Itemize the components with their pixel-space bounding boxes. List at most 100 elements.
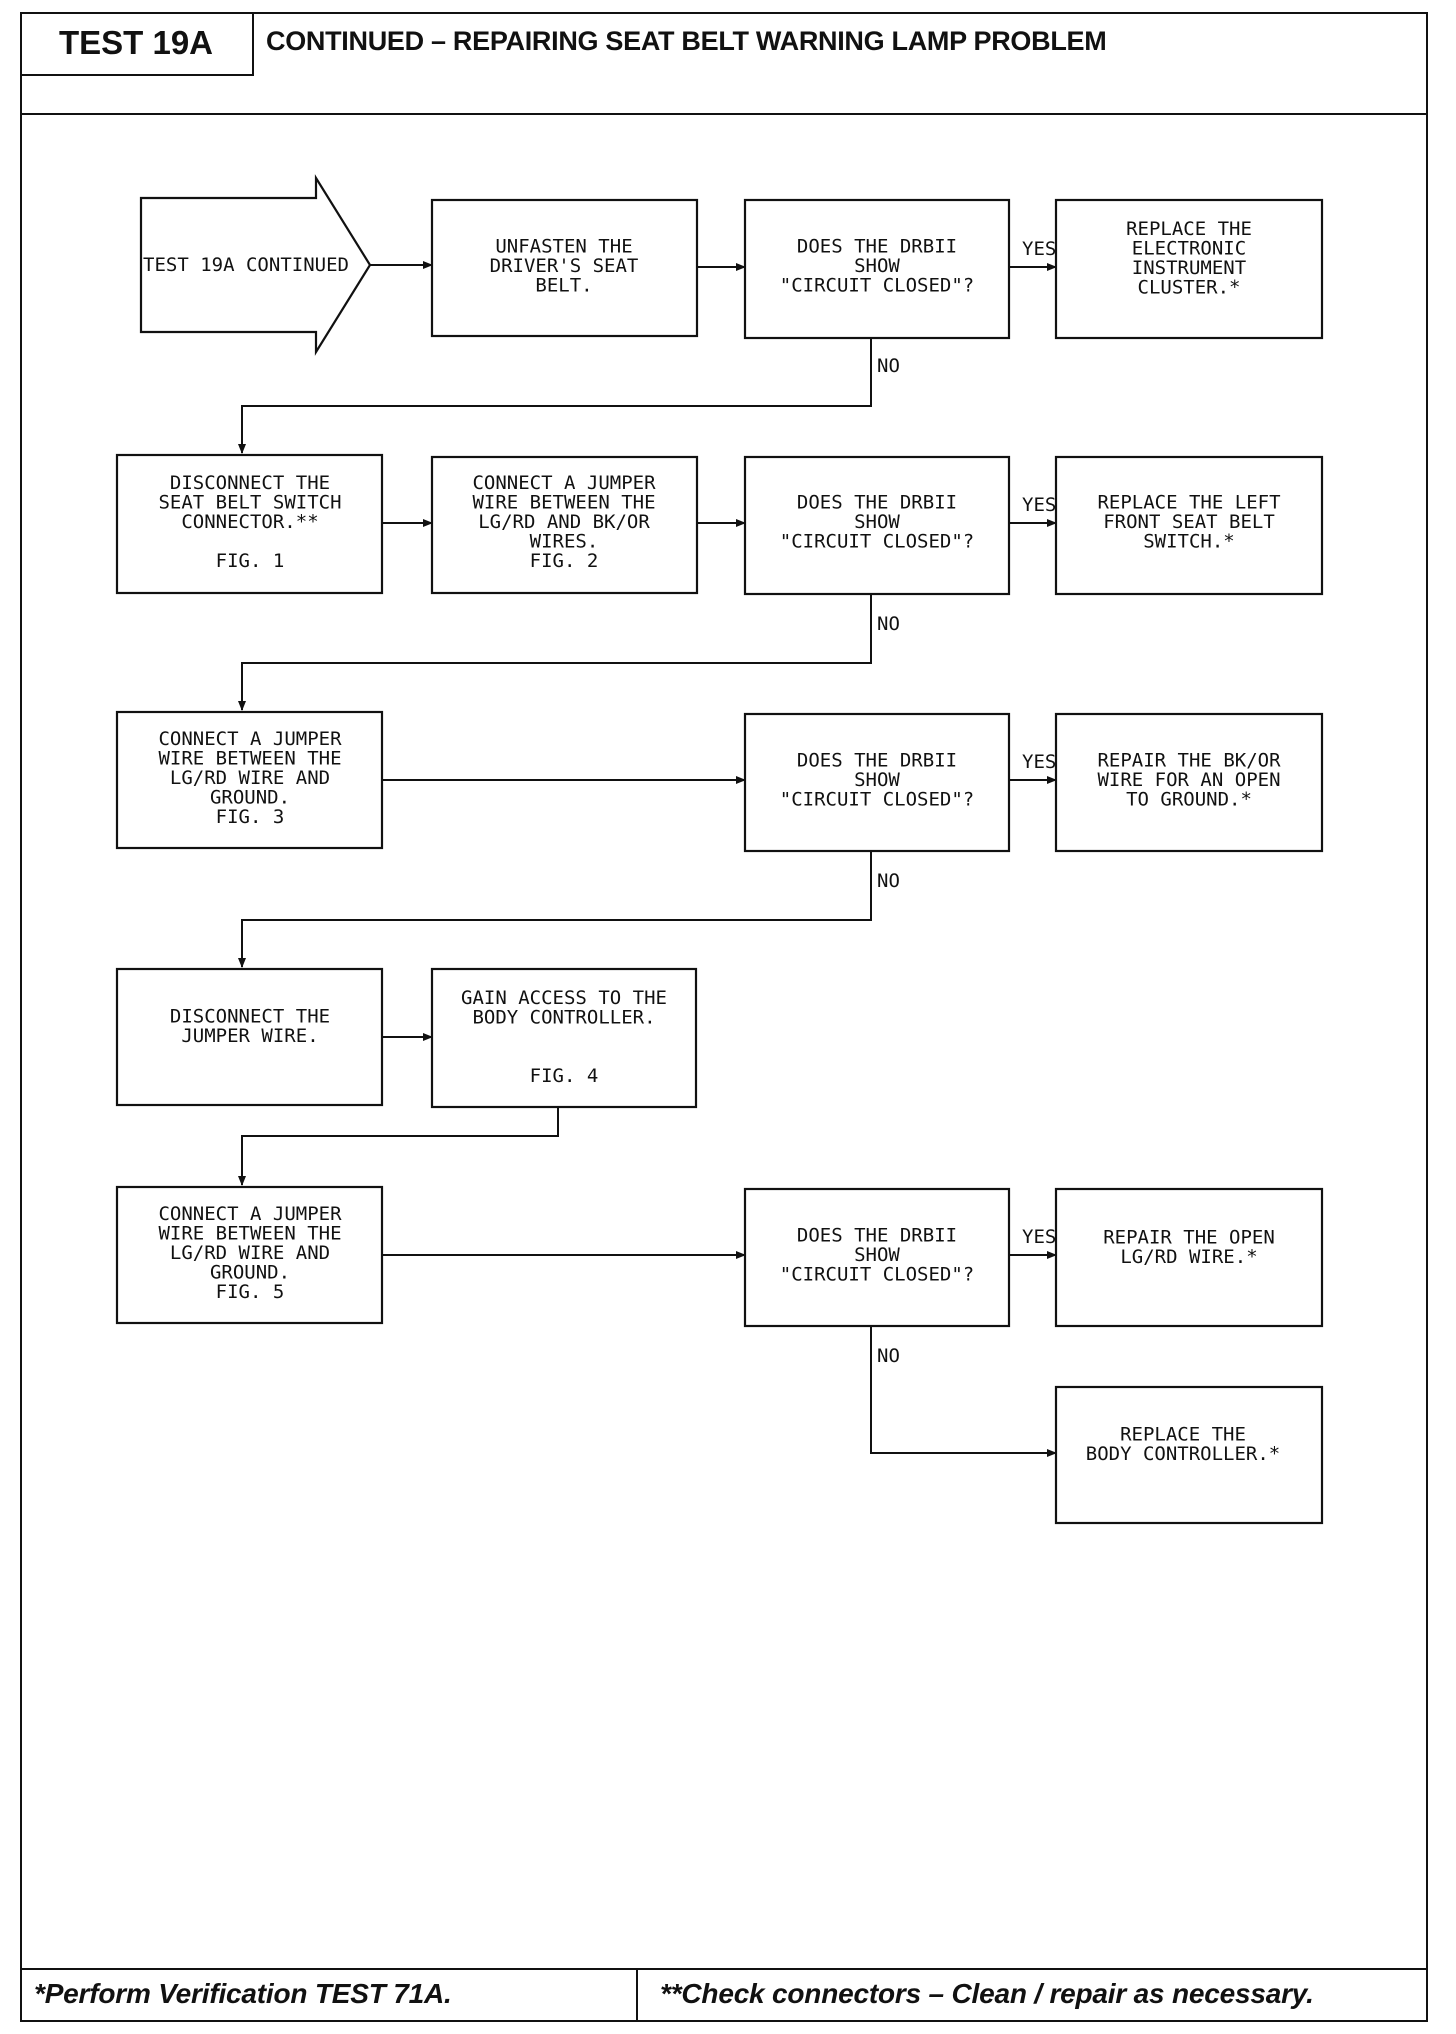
node-text-line: DISCONNECT THE bbox=[170, 1005, 330, 1027]
node-text-line: INSTRUMENT bbox=[1132, 257, 1246, 279]
node-text-line: CONNECT A JUMPER bbox=[158, 728, 342, 750]
label-yes-3: YES bbox=[1022, 751, 1056, 773]
node-text-line: DOES THE DRBII bbox=[797, 750, 957, 772]
node-text-line: GROUND. bbox=[210, 787, 290, 809]
node-text-line: GAIN ACCESS TO THE bbox=[461, 987, 667, 1009]
decision-box bbox=[743, 455, 1011, 596]
step-box bbox=[115, 967, 384, 1107]
node-text-line: TO GROUND.* bbox=[1126, 789, 1252, 811]
node-text-line: DOES THE DRBII bbox=[797, 492, 957, 514]
node-text-line: UNFASTEN THE bbox=[495, 236, 632, 258]
label-no-4: NO bbox=[877, 1345, 900, 1367]
node-text-line: TEST 19A CONTINUED bbox=[143, 254, 349, 276]
node-text-line: CONNECT A JUMPER bbox=[472, 472, 656, 494]
node-text-line: DRIVER'S SEAT bbox=[490, 255, 639, 277]
start-node: TEST 19A CONTINUED bbox=[139, 174, 372, 356]
edge-q4-no-to-r5 bbox=[870, 1326, 1057, 1457]
node-text-line: ELECTRONIC bbox=[1132, 237, 1246, 259]
step-box bbox=[115, 453, 384, 595]
connector-lines bbox=[238, 261, 1057, 1457]
page-frame bbox=[20, 12, 1428, 2022]
label-no-3: NO bbox=[877, 870, 900, 892]
node-text-line: SHOW bbox=[854, 769, 900, 791]
edge-q3-no-to-disconnect-jumper bbox=[238, 851, 872, 968]
footer-divider bbox=[636, 1968, 638, 2022]
footer-connector-note: **Check connectors – Clean / repair as n… bbox=[660, 1978, 1314, 2009]
node-text-line: FIG. 3 bbox=[216, 806, 285, 828]
result-box bbox=[1054, 1385, 1324, 1525]
node-text-line: SWITCH.* bbox=[1143, 531, 1235, 553]
result-box bbox=[1054, 712, 1324, 853]
footer-verification-note: *Perform Verification TEST 71A. bbox=[34, 1978, 452, 2009]
node-text-line: CONNECT A JUMPER bbox=[158, 1203, 342, 1225]
node-text-line: REPAIR THE OPEN bbox=[1103, 1226, 1275, 1248]
node-text-line: WIRE BETWEEN THE bbox=[158, 1223, 341, 1245]
node-text-line: REPLACE THE bbox=[1126, 218, 1252, 240]
node-text-line: WIRE BETWEEN THE bbox=[158, 748, 341, 770]
decision-box bbox=[743, 712, 1011, 853]
node-text-line: SHOW bbox=[854, 1244, 900, 1266]
node-text-line: CONNECTOR.** bbox=[181, 511, 318, 533]
result-box bbox=[1054, 455, 1324, 596]
step-box bbox=[115, 1185, 384, 1325]
node-text-line: FIG. 5 bbox=[216, 1281, 285, 1303]
label-no-2: NO bbox=[877, 613, 900, 635]
node-text-line: LG/RD AND BK/OR bbox=[478, 511, 650, 533]
node-text-line: REPAIR THE BK/OR bbox=[1097, 750, 1281, 772]
decision-box bbox=[743, 1187, 1011, 1328]
node-text-line: WIRE BETWEEN THE bbox=[472, 492, 655, 514]
node-text-line: BODY CONTROLLER. bbox=[472, 1007, 655, 1029]
page-title: CONTINUED – REPAIRING SEAT BELT WARNING … bbox=[266, 26, 1107, 56]
node-text-line: REPLACE THE LEFT bbox=[1097, 492, 1280, 514]
step-box bbox=[430, 967, 698, 1109]
label-yes-2: YES bbox=[1022, 494, 1056, 516]
node-text-line: FIG. 4 bbox=[530, 1065, 599, 1087]
result-box bbox=[1054, 1187, 1324, 1328]
footer-bar bbox=[20, 1968, 1428, 2022]
node-text-line: CLUSTER.* bbox=[1138, 276, 1241, 298]
node-text-line: WIRE FOR AN OPEN bbox=[1097, 769, 1280, 791]
header-bar bbox=[20, 12, 1428, 115]
node-text-line: REPLACE THE bbox=[1120, 1423, 1246, 1445]
node-text-line: DISCONNECT THE bbox=[170, 472, 330, 494]
node-text-line: FIG. 1 bbox=[216, 550, 285, 572]
node-text-line: SEAT BELT SWITCH bbox=[158, 492, 341, 514]
edge-labels: YES NO YES NO YES NO YES NO bbox=[877, 238, 1056, 1367]
edge-access-body-to-jumper-ground-2 bbox=[238, 1107, 559, 1186]
start-label: TEST 19A CONTINUED bbox=[143, 254, 349, 276]
node-text-line: BODY CONTROLLER.* bbox=[1086, 1443, 1280, 1465]
node-text-line: "CIRCUIT CLOSED"? bbox=[780, 531, 974, 553]
label-yes-1: YES bbox=[1022, 238, 1056, 260]
step-box bbox=[430, 455, 699, 595]
edge-q1-no-to-disconnect-switch bbox=[238, 338, 872, 454]
label-no-1: NO bbox=[877, 355, 900, 377]
edge-q2-no-to-jumper-ground-1 bbox=[238, 594, 872, 711]
